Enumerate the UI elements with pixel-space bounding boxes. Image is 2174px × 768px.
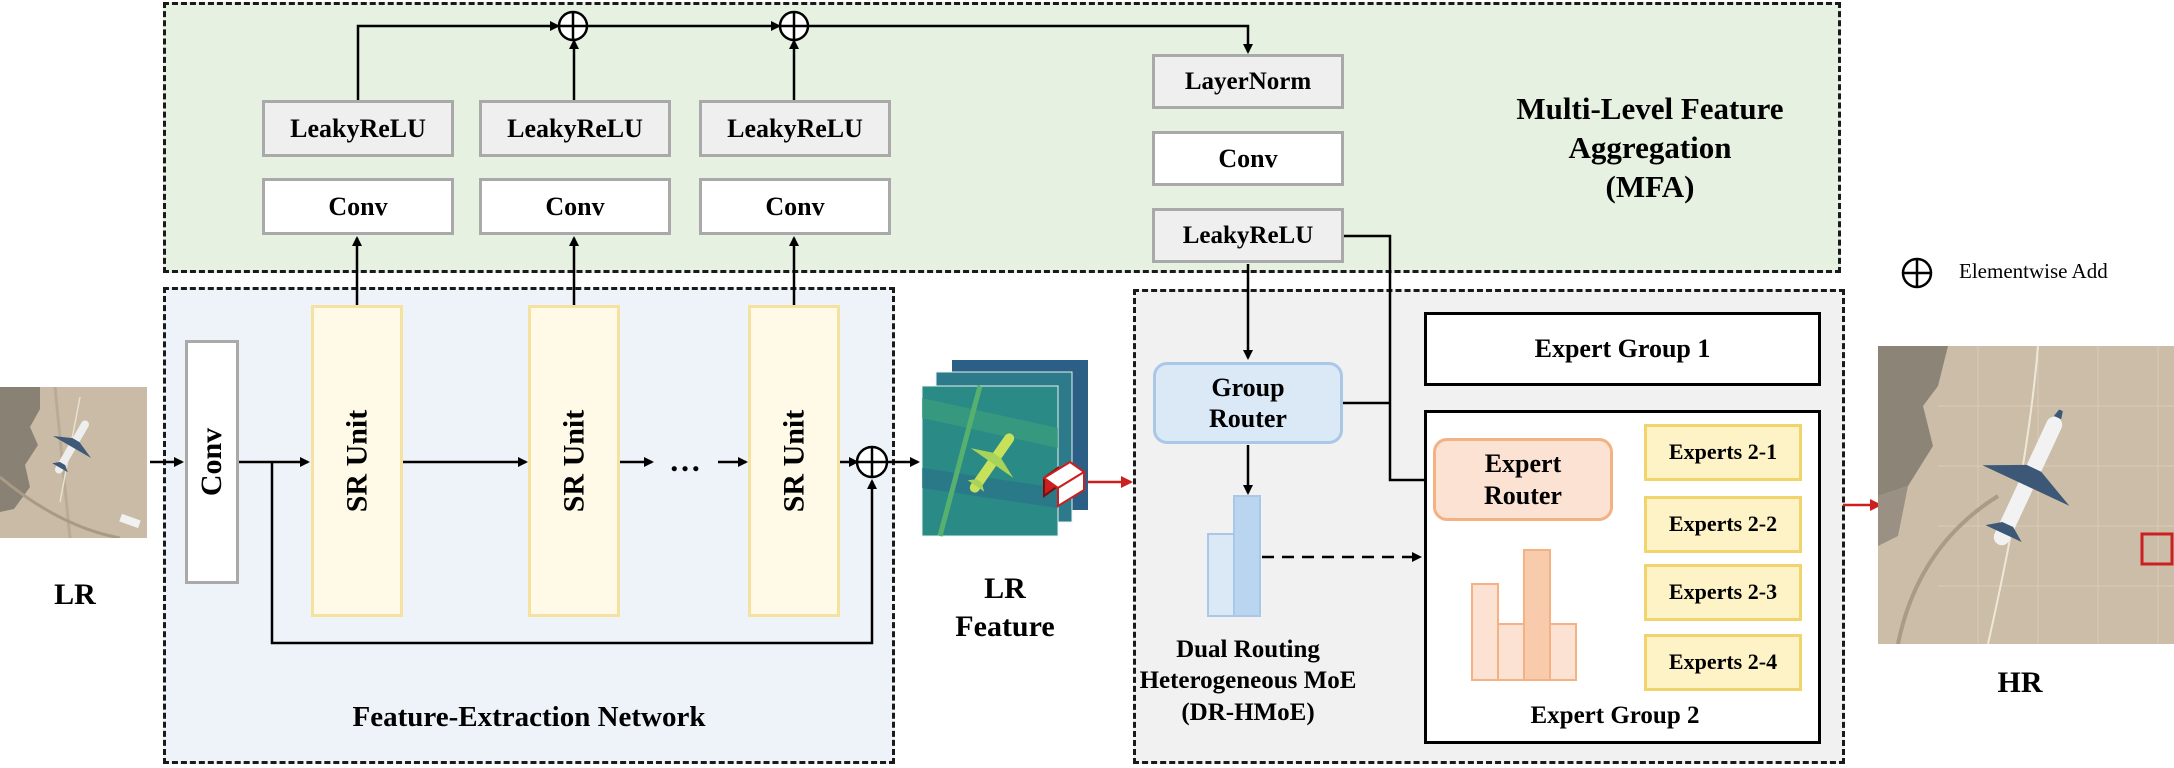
expert-2-1: Experts 2-1 bbox=[1644, 424, 1802, 481]
lr-feature-line-2: Feature bbox=[955, 609, 1055, 643]
fen-conv-label: Conv bbox=[195, 427, 229, 497]
mfa-leakyrelu-1: LeakyReLU bbox=[262, 100, 454, 157]
fen-title: Feature-Extraction Network bbox=[352, 701, 706, 733]
mfa-leakyrelu-3: LeakyReLU bbox=[699, 100, 891, 157]
sr-unit-3: SR Unit bbox=[748, 305, 840, 617]
sr-unit-2-label: SR Unit bbox=[557, 409, 590, 513]
expert-router-line-2: Router bbox=[1484, 480, 1562, 510]
sr-ellipsis: … bbox=[669, 442, 701, 478]
mfa-conv-3: Conv bbox=[699, 178, 891, 235]
mfa-layernorm: LayerNorm bbox=[1152, 54, 1344, 109]
expert-2-3: Experts 2-3 bbox=[1644, 564, 1802, 621]
mfa-title-line-3: (MFA) bbox=[1605, 168, 1695, 204]
legend-label: Elementwise Add bbox=[1959, 259, 2108, 283]
dr-hmoe-title: Dual Routing Heterogeneous MoE (DR-HMoE) bbox=[1133, 634, 1363, 728]
expert-group-1: Expert Group 1 bbox=[1424, 312, 1821, 386]
mfa-conv-4: Conv bbox=[1152, 131, 1344, 186]
hr-label: HR bbox=[1997, 666, 2043, 699]
lr-feature-maps bbox=[920, 358, 1090, 540]
mfa-conv-1: Conv bbox=[262, 178, 454, 235]
dr-hmoe-line-3: (DR-HMoE) bbox=[1181, 698, 1315, 726]
hr-airplane-scene bbox=[1878, 346, 2174, 644]
lr-label: LR bbox=[54, 578, 96, 611]
group-router-line-1: Group bbox=[1211, 372, 1285, 402]
lr-airplane-scene bbox=[0, 387, 147, 538]
mfa-title-line-1: Multi-Level Feature bbox=[1516, 91, 1784, 126]
expert-2-4: Experts 2-4 bbox=[1644, 634, 1802, 691]
expert-router: Expert Router bbox=[1433, 438, 1613, 521]
sr-unit-1-label: SR Unit bbox=[340, 409, 373, 513]
sr-unit-2: SR Unit bbox=[528, 305, 620, 617]
mfa-title-line-2: Aggregation bbox=[1568, 129, 1732, 165]
group-bars-svg bbox=[1207, 495, 1261, 617]
sr-unit-1: SR Unit bbox=[311, 305, 403, 617]
mfa-title: Multi-Level Feature Aggregation (MFA) bbox=[1455, 90, 1845, 206]
dr-hmoe-line-2: Heterogeneous MoE bbox=[1139, 667, 1357, 695]
expert-routing-bars bbox=[1470, 548, 1582, 682]
group-router-line-2: Router bbox=[1209, 404, 1287, 433]
dr-hmoe-line-1: Dual Routing bbox=[1176, 636, 1320, 663]
hr-image bbox=[1878, 346, 2174, 644]
group-router: Group Router bbox=[1153, 362, 1343, 444]
mfa-leakyrelu-4: LeakyReLU bbox=[1152, 208, 1344, 263]
sr-unit-3-label: SR Unit bbox=[777, 409, 810, 513]
lr-feature-line-1: LR bbox=[984, 572, 1026, 605]
lr-image bbox=[0, 387, 147, 538]
expert-group-2-label: Expert Group 2 bbox=[1530, 702, 1700, 729]
mfa-conv-2: Conv bbox=[479, 178, 671, 235]
group-routing-bars bbox=[1206, 494, 1264, 618]
expert-bars-svg bbox=[1471, 549, 1577, 681]
expert-router-line-1: Expert bbox=[1484, 449, 1562, 479]
mfa-leakyrelu-2: LeakyReLU bbox=[479, 100, 671, 157]
expert-2-2: Experts 2-2 bbox=[1644, 496, 1802, 553]
add-circles bbox=[557, 10, 1933, 479]
lr-feature-label: LR Feature bbox=[930, 570, 1080, 645]
feature-map-stack bbox=[921, 360, 1088, 537]
fen-conv-block: Conv bbox=[185, 340, 239, 584]
